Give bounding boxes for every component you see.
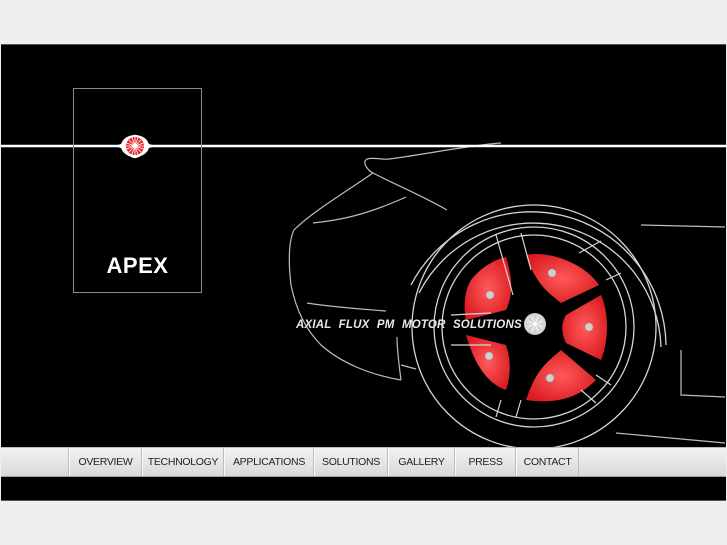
hub-emblem-icon <box>524 313 546 335</box>
logo-text: APEX <box>106 253 169 278</box>
tagline: AXIAL FLUX PM MOTOR SOLUTIONS <box>296 319 522 331</box>
nav-item-technology[interactable]: TECHNOLOGY <box>142 448 224 476</box>
nav-item-solutions[interactable]: SOLUTIONS <box>314 448 388 476</box>
hero-stage: APEX AXIAL FLUX PM MOTOR SOLUTIONS OVERV… <box>1 44 726 501</box>
nav-item-overview[interactable]: OVERVIEW <box>69 448 142 476</box>
logo-box[interactable]: APEX <box>73 88 202 293</box>
nav-item-press[interactable]: PRESS <box>455 448 516 476</box>
main-nav: OVERVIEW TECHNOLOGY APPLICATIONS SOLUTIO… <box>1 447 726 477</box>
nav-item-contact[interactable]: CONTACT <box>516 448 579 476</box>
nav-spacer <box>1 448 69 476</box>
nav-item-gallery[interactable]: GALLERY <box>388 448 455 476</box>
nav-item-applications[interactable]: APPLICATIONS <box>224 448 314 476</box>
turbine-emblem-icon <box>121 135 149 157</box>
car-wheel-illustration <box>1 134 726 450</box>
